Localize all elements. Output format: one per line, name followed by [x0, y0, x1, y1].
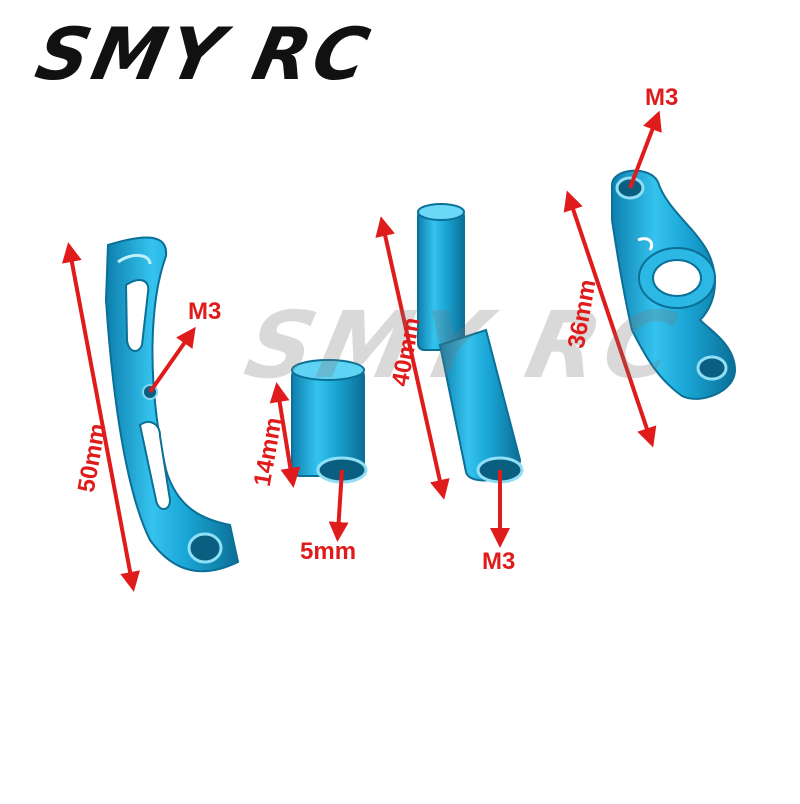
label-thread-post: M3: [482, 548, 516, 575]
arrow-36mm: [563, 190, 657, 448]
label-thread-saver: M3: [645, 84, 679, 111]
brand-watermark: SMY RC: [236, 292, 691, 399]
arrow-50mm: [62, 242, 140, 592]
brand-logo: SMY RC: [29, 12, 380, 96]
arrow-40mm: [375, 216, 450, 500]
arrow-m3-arm: [148, 326, 196, 394]
label-thread-arm: M3: [188, 298, 222, 325]
arrow-5mm: [328, 469, 349, 542]
arrow-m3-saver: [628, 110, 662, 189]
curved-arm-part: [104, 236, 240, 573]
label-diameter-spacer: 5mm: [300, 538, 357, 565]
spacer-tube-part: [291, 359, 368, 484]
dimension-arrows: [62, 110, 662, 592]
arrow-14mm: [269, 382, 301, 488]
